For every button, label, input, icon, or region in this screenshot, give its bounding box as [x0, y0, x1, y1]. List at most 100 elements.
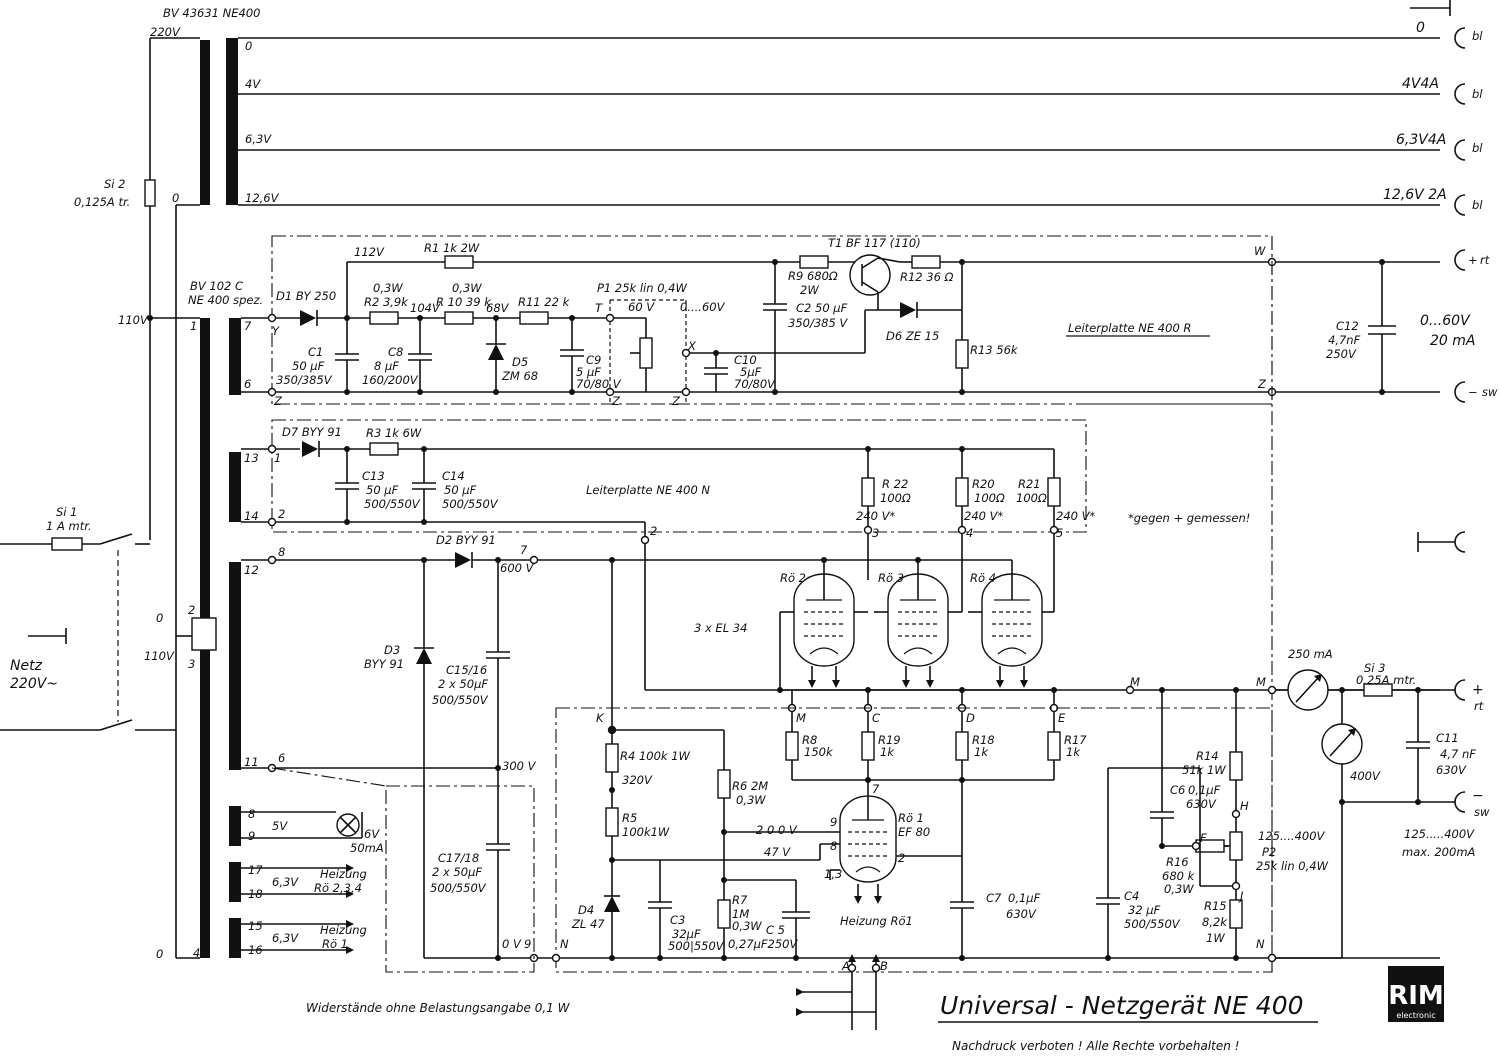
ctrl-c3: C3	[670, 913, 685, 927]
aux-c13-v: 500/550V	[364, 497, 421, 511]
copyright-note: Nachdruck verboten ! Alle Rechte vorbeha…	[952, 1039, 1239, 1053]
node-m-2: M	[796, 711, 806, 725]
node-a: A	[841, 959, 850, 973]
tube-ro3-label: Rö 3	[878, 571, 904, 585]
reg-68v: 68V	[486, 301, 510, 315]
tube-r17: R17	[1064, 733, 1087, 747]
output-lines	[238, 0, 1451, 206]
reg-d6: D6 ZE 15	[886, 329, 939, 343]
aux-c13-val: 50 µF	[366, 483, 399, 497]
node-h: H	[1240, 799, 1249, 813]
wind-9: 9	[248, 829, 255, 843]
reg-c8-v: 160/200V	[362, 373, 419, 387]
node-n-1: N	[560, 937, 569, 951]
tap-12-6v: 12,6V	[245, 191, 280, 205]
wind-7: 7	[244, 319, 252, 333]
socket-bl-4: bl	[1472, 198, 1483, 212]
tube-r21-val: 100Ω	[1016, 491, 1047, 505]
reg-c9-val: 5 µF	[576, 365, 601, 379]
heater-label-2: Heizung	[320, 923, 367, 937]
ctrl-r4: R4 100k 1W	[620, 749, 691, 763]
ro1-pin-8: 8	[830, 839, 837, 853]
mains-label: Netz	[10, 658, 43, 674]
pin-z-1: Z	[273, 394, 283, 408]
tube-node-3: 3	[872, 526, 879, 540]
reg-c2: C2 50 µF	[796, 301, 848, 315]
rim-logo: RIM electronic	[1388, 966, 1444, 1022]
core-pin-1: 1	[190, 319, 197, 333]
pin-w: W	[1254, 244, 1266, 258]
tube-measure-note: *gegen + gemessen!	[1128, 511, 1250, 525]
transformer-name: BV 43631 NE400	[163, 6, 260, 20]
hv-d2: D2 BYY 91	[436, 533, 496, 547]
ctrl-c7-val: 0,1µF	[1008, 891, 1041, 905]
primary-220v: 220V	[150, 25, 181, 39]
tube-ro1-label: Rö 1	[898, 811, 924, 825]
heater-windings	[241, 811, 363, 954]
out-p2-range: 125....400V	[1258, 829, 1326, 843]
out-r16-w: 0,3W	[1164, 882, 1194, 896]
meter-ma-label: 250 mA	[1288, 647, 1333, 661]
tube-ro2-label: Rö 2	[780, 571, 806, 585]
hv-c1516-val: 2 x 50µF	[438, 677, 488, 691]
hv-rectifier	[241, 552, 1440, 973]
aux-pin-2b: 2	[650, 524, 657, 538]
reg-p1-60v: 60 V	[628, 300, 655, 314]
ctrl-c3-val: 32µF	[672, 927, 701, 941]
socket-sw-1: sw	[1482, 385, 1498, 399]
ctrl-c5: C 5	[766, 923, 785, 937]
socket-minus-sw: −	[1468, 385, 1478, 399]
hv-d3-type: BYY 91	[364, 657, 404, 671]
reg-r9-w: 2W	[800, 283, 819, 297]
socket-plus-rt: +	[1468, 253, 1478, 267]
tube-240v-1: 240 V*	[856, 509, 895, 523]
reg-c9: C9	[586, 353, 601, 367]
hv-0v: 0 V	[502, 937, 522, 951]
tube-r21: R21	[1018, 477, 1041, 491]
out-r14: R14	[1196, 749, 1219, 763]
pin-t: T	[595, 301, 603, 315]
mains-transformer	[191, 38, 241, 958]
socket-bl-2: bl	[1472, 87, 1483, 101]
ctrl-c7-v: 630V	[1006, 907, 1037, 921]
out-p2-val: 25k lin 0,4W	[1256, 859, 1329, 873]
wind-11: 11	[244, 755, 259, 769]
ctrl-c7: C7	[986, 891, 1002, 905]
hv-pin-9: 9	[524, 937, 531, 951]
ctrl-320v: 320V	[622, 773, 653, 787]
junction-dots	[147, 257, 1385, 397]
wind-8: 8	[248, 807, 255, 821]
hv-pin-8: 8	[278, 545, 285, 559]
tube-r19: R19	[878, 733, 901, 747]
ctrl-47v: 47 V	[764, 845, 791, 859]
output-0-label: 0	[1416, 20, 1425, 36]
range-60v: 0...60V	[1420, 313, 1471, 329]
tube-ro1-type: EF 80	[898, 825, 930, 839]
ctrl-r7-val: 1M	[732, 907, 749, 921]
tube-r22: R 22	[882, 477, 908, 491]
tube-r22-val: 100Ω	[880, 491, 911, 505]
out-c6-v: 630V	[1186, 797, 1217, 811]
heater-label-1: Heizung	[320, 867, 367, 881]
reg-r2: R2 3,9k	[364, 295, 409, 309]
aux-c13: C13	[362, 469, 385, 483]
output-4v-label: 4V4A	[1402, 76, 1439, 92]
socket-minus-hv: −	[1472, 788, 1484, 804]
node-m-1: M	[1130, 675, 1140, 689]
core-pin-4: 4	[193, 946, 200, 960]
hv-pin-7: 7	[520, 543, 528, 557]
meter-v-label: 400V	[1350, 769, 1381, 783]
reg-p1: P1 25k lin 0,4W	[597, 281, 687, 295]
aux-supply	[241, 419, 1087, 690]
heater-lamp-ma: 50mA	[350, 841, 384, 855]
fuse-si1-value: 1 A mtr.	[46, 519, 92, 533]
node-m-3: M	[1256, 675, 1266, 689]
screen-resistors	[861, 446, 1061, 612]
out-p2: P2	[1262, 845, 1276, 859]
reg-c9-v: 70/80 V	[576, 377, 622, 391]
wind-18: 18	[248, 887, 263, 901]
wind-6: 6	[244, 377, 251, 391]
out-c6: C6	[1170, 783, 1185, 797]
wind-13: 13	[244, 451, 259, 465]
tap-4v: 4V	[245, 77, 261, 91]
